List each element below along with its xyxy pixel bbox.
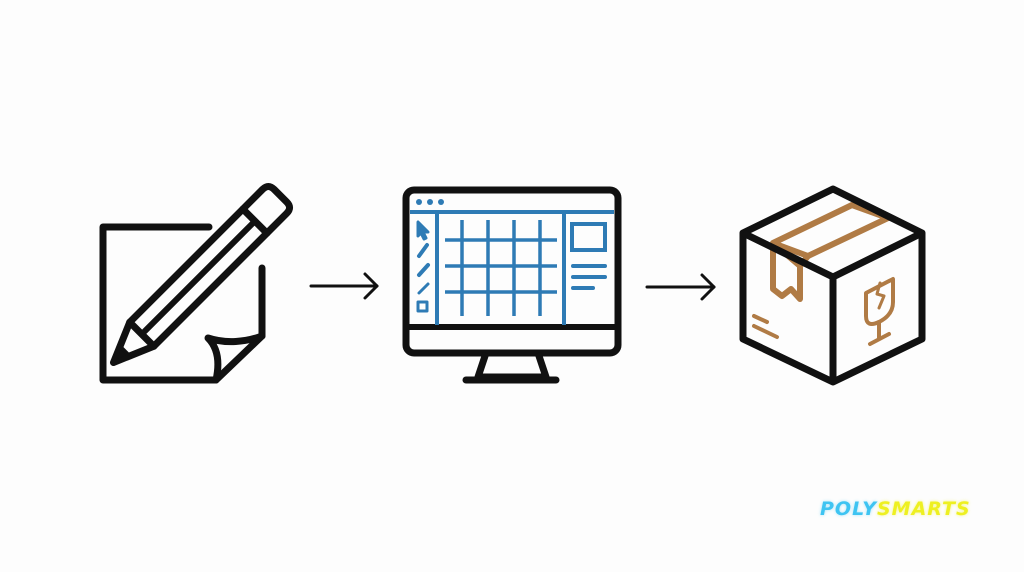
arrow-right-icon (309, 272, 379, 300)
shipping-box-fragile-icon (739, 185, 926, 386)
pencil-and-paper-icon (99, 182, 294, 384)
polysmarts-logo: POLY SMARTS (820, 494, 971, 524)
arrow-right-icon (645, 273, 716, 301)
logo-text-smarts: SMARTS (876, 497, 971, 520)
logo-text-poly: POLY (820, 497, 877, 520)
computer-design-software-icon (402, 186, 622, 384)
